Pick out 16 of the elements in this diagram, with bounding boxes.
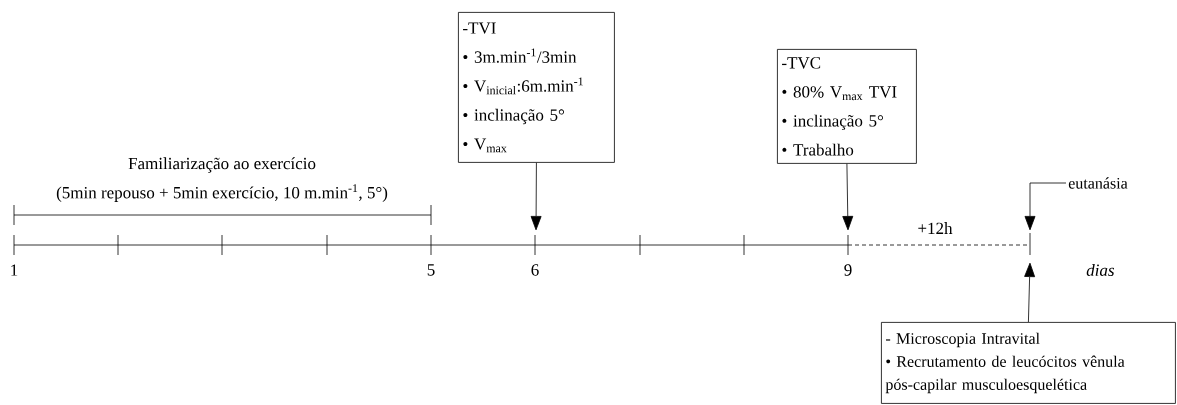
- day-number: 6: [531, 264, 539, 276]
- duration-label: +12h: [918, 222, 953, 234]
- day-number: 5: [427, 264, 435, 276]
- text-box: - Microscopia Intravital • Recrutamento de leucócitos vênula pós-capilar musculoesquelética: [881, 322, 1176, 404]
- day-number: 1: [11, 264, 18, 276]
- text-box: -TVI • 3m.min$^{-1}$/3min • V$_{inicial}$:6m.min$^{-1}$ • inclinação 5° • V$_{max}$: [458, 12, 615, 163]
- period-label: Familiarização ao exercício: [128, 157, 316, 173]
- annotation-text: eutanásia: [1068, 177, 1128, 189]
- day-number: 9: [844, 264, 852, 276]
- arrow: [530, 162, 542, 231]
- arrow: [842, 163, 854, 231]
- arrow: [1024, 262, 1036, 323]
- axis-label: dias: [1086, 264, 1115, 276]
- period-label: (5min repouso + 5min exercício, 10 m.min$^{-1}$, 5°): [56, 184, 388, 202]
- text-box: -TVC • 80% V$_{max}$ TVI • inclinação 5° • Trabalho: [777, 49, 917, 164]
- arrow: [1024, 182, 1067, 231]
